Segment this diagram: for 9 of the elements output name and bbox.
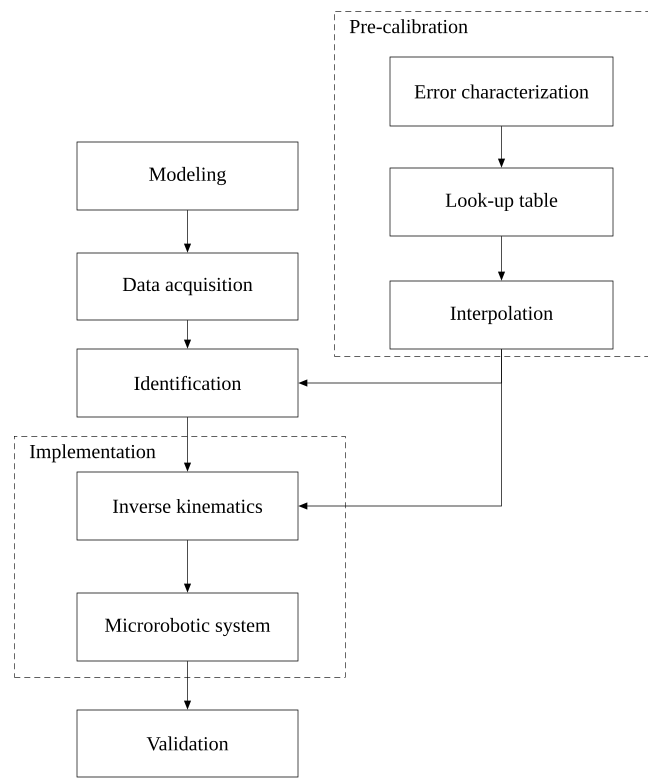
process-box: Data acquisition [76, 252, 298, 320]
process-box: Interpolation [390, 280, 614, 350]
process-box: Validation [76, 710, 298, 778]
process-box: Microrobotic system [76, 592, 298, 662]
process-box: Error characterization [390, 56, 614, 126]
process-box: Inverse kinematics [76, 472, 298, 540]
process-box: Modeling [76, 142, 298, 210]
process-box: Identification [76, 348, 298, 418]
process-box: Look-up table [390, 168, 614, 236]
